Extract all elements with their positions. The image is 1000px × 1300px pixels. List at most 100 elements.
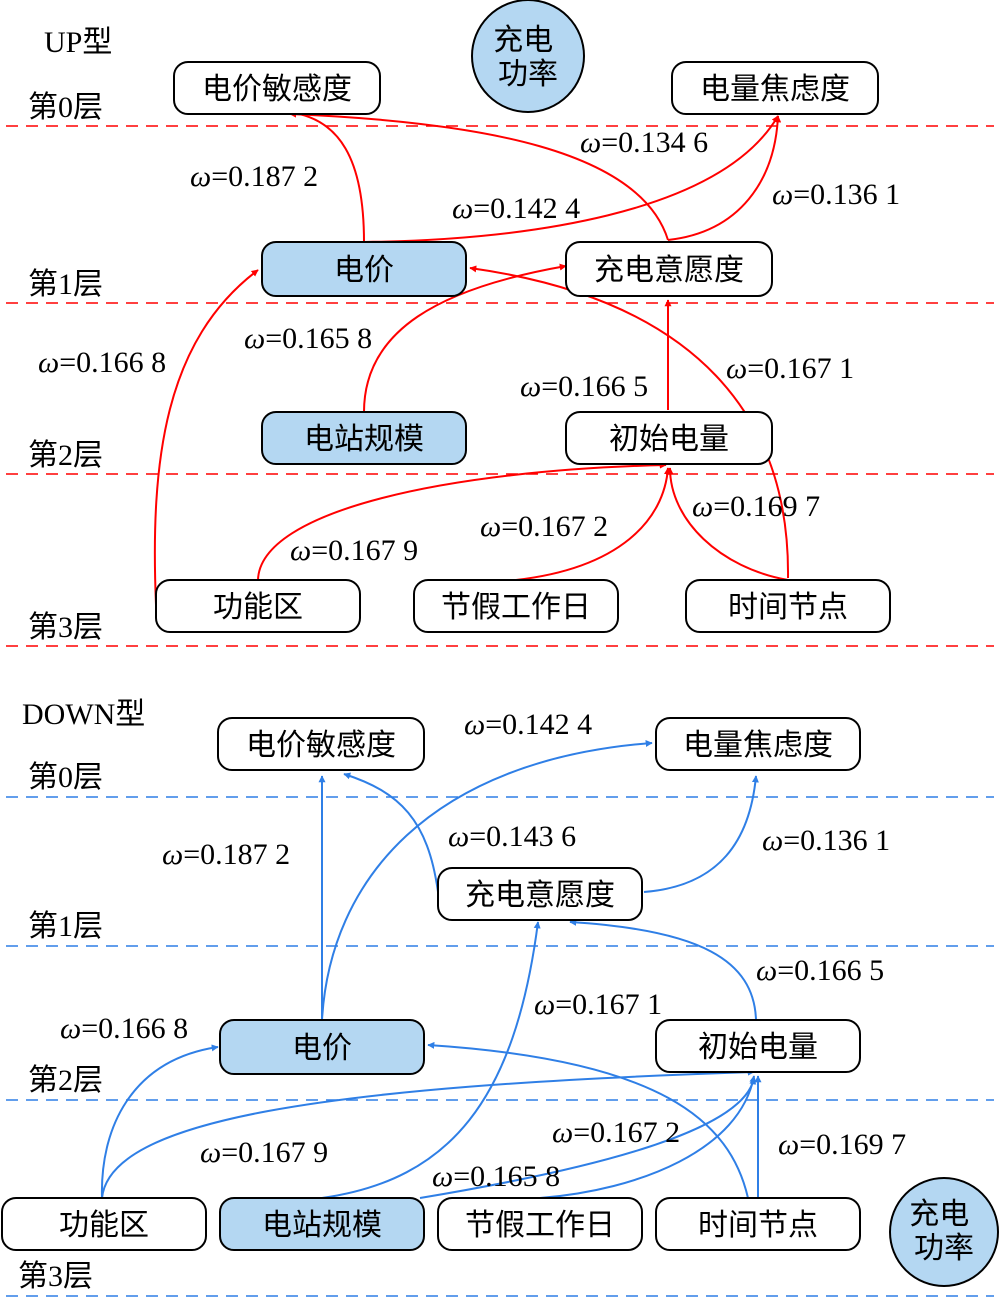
up-edge-willingness-to-anxiety (667, 115, 782, 241)
up-title: UP型 (44, 26, 112, 59)
down-node-time-node-label: 时间节点 (698, 1208, 818, 1243)
down-node-power-line-1: 充电 (909, 1197, 969, 1232)
down-title: DOWN型 (22, 698, 145, 731)
down-edge-price-to-anxiety (321, 739, 653, 1021)
down-node-time-node: 时间节点 (655, 1197, 861, 1251)
up-node-holiday-label: 节假工作日 (441, 590, 591, 625)
up-node-function-area-label: 功能区 (213, 590, 303, 625)
up-weight-price-to-sensitivity: ω=0.187 2 (190, 160, 318, 193)
up-weight-initial-to-willingness: ω=0.166 5 (520, 370, 648, 403)
down-layer-label-1: 第1层 (28, 910, 103, 943)
down-layer-label-2: 第2层 (28, 1064, 103, 1097)
down-weight-station-to-willingness: ω=0.167 1 (534, 988, 662, 1021)
up-node-willingness-label: 充电意愿度 (594, 253, 744, 288)
up-node-power-label: 充电 功率 (493, 23, 563, 92)
up-weight-function-to-initial: ω=0.167 9 (290, 534, 418, 567)
up-node-holiday: 节假工作日 (413, 579, 619, 633)
up-node-time-node-label: 时间节点 (728, 590, 848, 625)
up-node-power: 充电 功率 (471, 0, 585, 113)
down-weight-price-to-anxiety: ω=0.142 4 (464, 708, 592, 741)
up-weight-function-to-price: ω=0.166 8 (38, 346, 166, 379)
down-node-holiday: 节假工作日 (437, 1197, 643, 1251)
up-weight-time-to-price: ω=0.167 1 (726, 352, 854, 385)
up-edge-station-to-willingness (363, 263, 567, 413)
up-node-initial-charge: 初始电量 (565, 411, 773, 465)
down-weight-holiday-to-initial: ω=0.167 2 (552, 1116, 680, 1149)
down-node-price-sensitivity: 电价敏感度 (217, 717, 425, 771)
up-node-price-label: 电价 (334, 253, 394, 288)
down-node-willingness: 充电意愿度 (437, 867, 643, 921)
up-panel: UP型 第0层 第1层 第2层 第3层 (6, 0, 994, 647)
down-weight-function-to-price: ω=0.166 8 (60, 1012, 188, 1045)
up-layer-label-0: 第0层 (28, 91, 103, 124)
up-node-time-node: 时间节点 (685, 579, 891, 633)
up-edge-function-to-initial (257, 461, 667, 581)
up-edge-holiday-to-initial (515, 467, 672, 581)
up-edges (153, 109, 790, 606)
up-node-price-sensitivity: 电价敏感度 (173, 61, 381, 115)
down-weight-station-to-initial: ω=0.165 8 (432, 1160, 560, 1193)
up-layer-label-2: 第2层 (28, 439, 103, 472)
down-edges (100, 739, 762, 1199)
up-node-charge-anxiety-label: 电量焦虑度 (700, 72, 850, 107)
down-node-station-scale-label: 电站规模 (262, 1208, 382, 1243)
up-edge-time-to-initial (666, 467, 789, 581)
up-node-function-area: 功能区 (155, 579, 361, 633)
up-weight-willingness-to-anxiety: ω=0.136 1 (772, 178, 900, 211)
down-node-power: 充电 功率 (889, 1177, 999, 1287)
down-node-charge-anxiety: 电量焦虑度 (655, 717, 861, 771)
down-edge-time-to-price (427, 1041, 749, 1199)
down-weight-price-to-sensitivity: ω=0.187 2 (162, 838, 290, 871)
down-edge-station-to-initial (419, 1077, 757, 1199)
up-node-price-sensitivity-label: 电价敏感度 (202, 72, 352, 107)
up-edge-price-to-sensitivity (287, 109, 365, 243)
down-node-price-label: 电价 (292, 1031, 352, 1066)
up-edge-time-to-price (469, 265, 790, 579)
down-node-price: 电价 (219, 1019, 425, 1075)
down-node-willingness-label: 充电意愿度 (465, 878, 615, 913)
down-node-power-label: 充电 功率 (909, 1197, 979, 1266)
up-weight-willingness-to-sensitivity: ω=0.134 6 (580, 126, 708, 159)
up-node-station-scale-label: 电站规模 (304, 422, 424, 457)
down-edge-function-to-initial (101, 1068, 755, 1199)
up-weight-holiday-to-initial: ω=0.167 2 (480, 510, 608, 543)
down-layer-lines (6, 796, 994, 1297)
down-edge-function-to-price (100, 1044, 219, 1199)
up-weight-time-to-initial: ω=0.169 7 (692, 490, 820, 523)
up-node-power-line-2: 功率 (498, 57, 558, 92)
up-node-station-scale: 电站规模 (261, 411, 467, 465)
up-node-price: 电价 (261, 241, 467, 297)
down-node-charge-anxiety-label: 电量焦虑度 (683, 728, 833, 763)
down-node-price-sensitivity-label: 电价敏感度 (246, 728, 396, 763)
down-edge-station-to-willingness (321, 921, 541, 1199)
down-layer-label-3: 第3层 (18, 1260, 93, 1293)
up-node-initial-charge-label: 初始电量 (609, 422, 729, 457)
down-node-station-scale: 电站规模 (219, 1197, 425, 1251)
up-layer-label-1: 第1层 (28, 268, 103, 301)
up-node-charge-anxiety: 电量焦虑度 (671, 61, 879, 115)
up-edge-price-to-anxiety (363, 115, 779, 243)
down-node-power-line-2: 功率 (914, 1231, 974, 1266)
up-weight-station-to-willingness: ω=0.165 8 (244, 322, 372, 355)
up-node-willingness: 充电意愿度 (565, 241, 773, 297)
down-weight-time-to-initial: ω=0.169 7 (778, 1128, 906, 1161)
down-weight-initial-to-willingness: ω=0.166 5 (756, 954, 884, 987)
down-weight-willingness-to-anxiety: ω=0.136 1 (762, 824, 890, 857)
up-layer-lines (6, 125, 994, 647)
down-weight-willingness-to-sensitivity: ω=0.143 6 (448, 820, 576, 853)
down-edge-willingness-to-sensitivity (343, 772, 439, 893)
down-edge-initial-to-willingness (569, 918, 757, 1021)
down-node-function-area: 功能区 (1, 1197, 207, 1251)
up-edge-function-to-price (153, 269, 259, 606)
up-edge-willingness-to-sensitivity (289, 110, 669, 241)
down-edge-willingness-to-anxiety (643, 775, 759, 893)
down-layer-label-0: 第0层 (28, 761, 103, 794)
down-weight-function-to-initial: ω=0.167 9 (200, 1136, 328, 1169)
down-node-initial-charge: 初始电量 (655, 1019, 861, 1073)
down-node-initial-charge-label: 初始电量 (698, 1030, 818, 1065)
up-node-power-line-1: 充电 (493, 23, 553, 58)
up-layer-label-3: 第3层 (28, 611, 103, 644)
down-node-holiday-label: 节假工作日 (465, 1208, 615, 1243)
down-edge-holiday-to-initial (539, 1075, 757, 1199)
